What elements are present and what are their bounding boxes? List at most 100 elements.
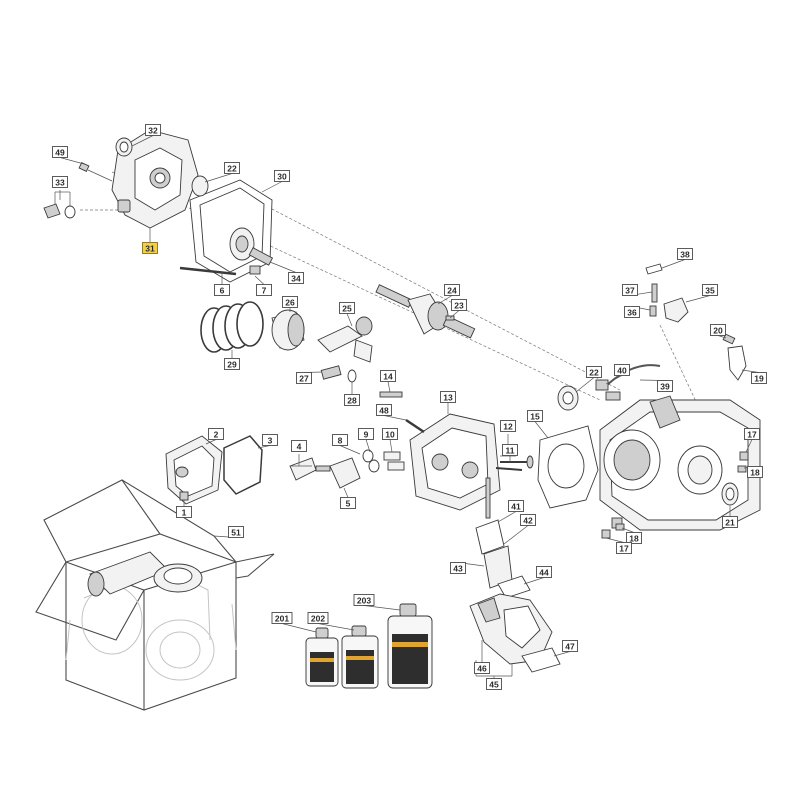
callout-box xyxy=(282,296,298,308)
leader-line-203 xyxy=(363,605,401,611)
callout-number: 30 xyxy=(277,172,287,182)
callout-number: 39 xyxy=(660,382,670,392)
carburetor-45 xyxy=(469,593,561,673)
callout-37: 37 xyxy=(622,284,638,296)
callout-number: 35 xyxy=(705,286,715,296)
oil-bottle-201 xyxy=(305,627,339,687)
leader-line-44 xyxy=(523,577,545,585)
leader-line-7 xyxy=(254,275,265,285)
callout-45: 45 xyxy=(486,678,502,690)
callout-number: 26 xyxy=(285,298,295,308)
callout-number: 9 xyxy=(364,430,369,440)
callout-number: 43 xyxy=(453,564,463,574)
callout-number: 4 xyxy=(297,442,302,452)
callout-box xyxy=(274,170,290,182)
leader-line-32 xyxy=(131,135,154,147)
head-gasket-15 xyxy=(537,425,599,509)
callout-number: 17 xyxy=(747,430,757,440)
callout-number: 13 xyxy=(443,393,453,403)
leader-line-34 xyxy=(269,261,297,273)
callout-41: 41 xyxy=(508,500,524,512)
leader-line-42 xyxy=(503,525,529,545)
callout-box xyxy=(626,532,642,544)
callout-38: 38 xyxy=(677,248,693,260)
bolt-1 xyxy=(179,491,189,501)
oil-bottle-202 xyxy=(341,625,379,689)
callout-29: 29 xyxy=(224,358,240,370)
callout-box xyxy=(307,612,329,624)
packing-box-51 xyxy=(35,479,275,711)
oil-bottle-203 xyxy=(387,603,433,689)
leader-line-22 xyxy=(204,173,233,183)
callout-box xyxy=(747,466,763,478)
piston-pin-27 xyxy=(320,365,342,380)
drain-plug-33 xyxy=(43,191,76,219)
callout-box xyxy=(440,391,456,403)
callout-box xyxy=(677,248,693,260)
callout-box xyxy=(380,370,396,382)
callout-box xyxy=(500,420,516,432)
leader-line-5 xyxy=(343,487,349,498)
callout-36: 36 xyxy=(624,306,640,318)
callout-box xyxy=(208,428,224,440)
callout-number: 48 xyxy=(379,406,389,416)
callout-number: 15 xyxy=(530,412,540,422)
bracket-19 xyxy=(722,333,747,381)
leader-line-8 xyxy=(339,445,361,455)
callout-13: 13 xyxy=(440,391,456,403)
callout-8: 8 xyxy=(332,434,348,446)
callout-number: 17 xyxy=(619,544,629,554)
callout-box xyxy=(527,410,543,422)
callout-box xyxy=(291,440,307,452)
callout-number: 18 xyxy=(750,468,760,478)
callout-box xyxy=(339,302,355,314)
callout-box xyxy=(536,566,552,578)
callout-6: 6 xyxy=(214,284,230,296)
stud-48 xyxy=(405,418,425,434)
leader-line-23 xyxy=(449,310,460,319)
callout-box xyxy=(702,284,718,296)
callout-box xyxy=(256,284,272,296)
callout-12: 12 xyxy=(500,420,516,432)
leader-line-18 xyxy=(621,527,635,533)
piston-26 xyxy=(271,309,305,351)
callout-23: 23 xyxy=(451,299,467,311)
callout-box xyxy=(214,284,230,296)
callout-48: 48 xyxy=(376,404,392,416)
valves-11 xyxy=(495,455,534,471)
callout-34: 34 xyxy=(288,272,304,284)
callout-number: 8 xyxy=(338,436,343,446)
callout-number: 42 xyxy=(523,516,533,526)
callout-49: 49 xyxy=(52,146,68,158)
engine-block xyxy=(599,395,761,531)
callout-number: 34 xyxy=(291,274,301,284)
callout-47: 47 xyxy=(562,640,578,652)
leader-line-2 xyxy=(205,439,217,445)
callout-box xyxy=(228,526,244,538)
leader-line-9 xyxy=(365,439,371,453)
callout-number: 203 xyxy=(357,596,371,606)
callout-number: 1 xyxy=(182,508,187,518)
tappet-7 xyxy=(249,265,261,275)
callout-box xyxy=(52,146,68,158)
callout-21: 21 xyxy=(722,516,738,528)
callout-number: 45 xyxy=(489,680,499,690)
oil-seal-21-inner xyxy=(725,487,735,501)
bolt-17a xyxy=(739,451,749,461)
connecting-rod-25 xyxy=(317,316,373,363)
callout-22: 22 xyxy=(224,162,240,174)
callout-box xyxy=(474,662,490,674)
callout-box xyxy=(271,612,293,624)
pushrod-6 xyxy=(179,266,237,276)
callout-box xyxy=(224,162,240,174)
leader-lines xyxy=(59,135,760,680)
callout-15: 15 xyxy=(527,410,543,422)
callout-number: 18 xyxy=(629,534,639,544)
oil-seal-inner xyxy=(562,391,574,405)
callout-9: 9 xyxy=(358,428,374,440)
callout-number: 14 xyxy=(383,372,393,382)
callout-39: 39 xyxy=(657,380,673,392)
callout-box xyxy=(508,500,524,512)
leader-line-48 xyxy=(383,415,407,421)
